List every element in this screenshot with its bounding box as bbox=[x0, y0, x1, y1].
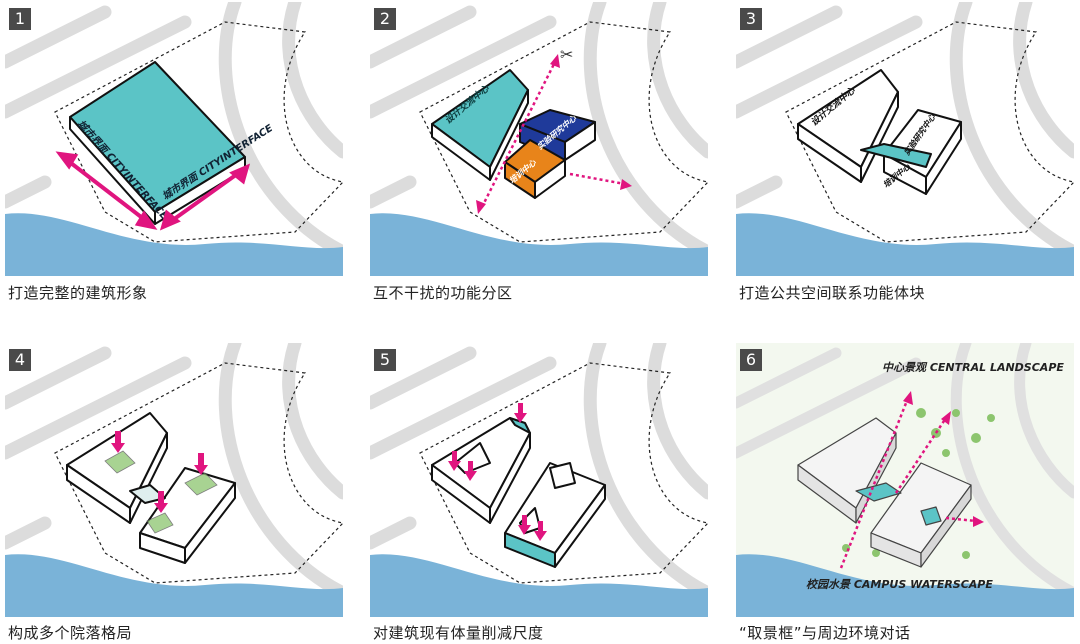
site-diagram-6: 中心景观 CENTRAL LANDSCAPE 校园水景 CAMPUS WATER… bbox=[736, 343, 1074, 617]
site-boundary bbox=[785, 21, 1074, 243]
separation-arrows bbox=[476, 54, 632, 214]
panel-3: 设计交流中心 实验研究中心 培训中心 3 bbox=[736, 2, 1074, 276]
caption-1: 打造完整的建筑形象 bbox=[8, 284, 148, 302]
road-network bbox=[5, 2, 343, 259]
river bbox=[370, 213, 708, 276]
site-diagram-1: 城市界面 CITYINTERFACE 城市界面 CITYINTERFACE bbox=[5, 2, 343, 276]
panel-1: 城市界面 CITYINTERFACE 城市界面 CITYINTERFACE 1 bbox=[5, 2, 343, 276]
label-central-landscape: 中心景观 CENTRAL LANDSCAPE bbox=[882, 361, 1064, 374]
site-boundary bbox=[54, 362, 343, 584]
site-boundary bbox=[419, 21, 708, 243]
caption-5: 对建筑现有体量削减尺度 bbox=[373, 624, 544, 642]
courtyards bbox=[104, 450, 218, 534]
road-network bbox=[370, 2, 708, 259]
river bbox=[370, 554, 708, 617]
road-network bbox=[736, 343, 1074, 599]
river bbox=[736, 554, 1074, 617]
site-diagram-4 bbox=[5, 343, 343, 617]
road-network bbox=[736, 2, 1074, 259]
building-blocks bbox=[431, 69, 596, 199]
building-blocks bbox=[431, 417, 606, 568]
panel-5: 5 bbox=[370, 343, 708, 617]
site-boundary bbox=[419, 362, 708, 584]
dimension-arrows bbox=[55, 151, 251, 231]
river bbox=[736, 213, 1074, 276]
road-network bbox=[5, 343, 343, 600]
caption-4: 构成多个院落格局 bbox=[8, 624, 133, 642]
step-number: 1 bbox=[9, 8, 31, 30]
step-number: 3 bbox=[740, 8, 762, 30]
label-campus-waterscape: 校园水景 CAMPUS WATERSCAPE bbox=[806, 578, 993, 591]
step-number: 4 bbox=[9, 349, 31, 371]
building-mass bbox=[69, 61, 246, 225]
panel-6: 中心景观 CENTRAL LANDSCAPE 校园水景 CAMPUS WATER… bbox=[736, 343, 1074, 617]
panel-2: 设计交流中心 实验研究中心 培训中心 ✂ 2 bbox=[370, 2, 708, 276]
site-boundary bbox=[54, 21, 343, 243]
building-blocks bbox=[797, 69, 962, 195]
panel-4: 4 bbox=[5, 343, 343, 617]
reduction-arrows bbox=[448, 403, 547, 541]
river bbox=[5, 554, 343, 617]
caption-3: 打造公共空间联系功能体块 bbox=[739, 284, 926, 302]
site-diagram-3: 设计交流中心 实验研究中心 培训中心 bbox=[736, 2, 1074, 276]
courtyard-arrows bbox=[111, 431, 208, 513]
site-diagram-2: 设计交流中心 实验研究中心 培训中心 ✂ bbox=[370, 2, 708, 276]
step-number: 5 bbox=[374, 349, 396, 371]
site-diagram-5 bbox=[370, 343, 708, 617]
caption-2: 互不干扰的功能分区 bbox=[373, 284, 513, 302]
caption-6: “取景框”与周边环境对话 bbox=[739, 624, 911, 642]
step-number: 6 bbox=[740, 349, 762, 371]
river bbox=[5, 213, 343, 276]
step-number: 2 bbox=[374, 8, 396, 30]
scissors-icon: ✂ bbox=[560, 47, 573, 64]
view-arrows bbox=[839, 391, 984, 569]
road-network bbox=[370, 343, 708, 600]
